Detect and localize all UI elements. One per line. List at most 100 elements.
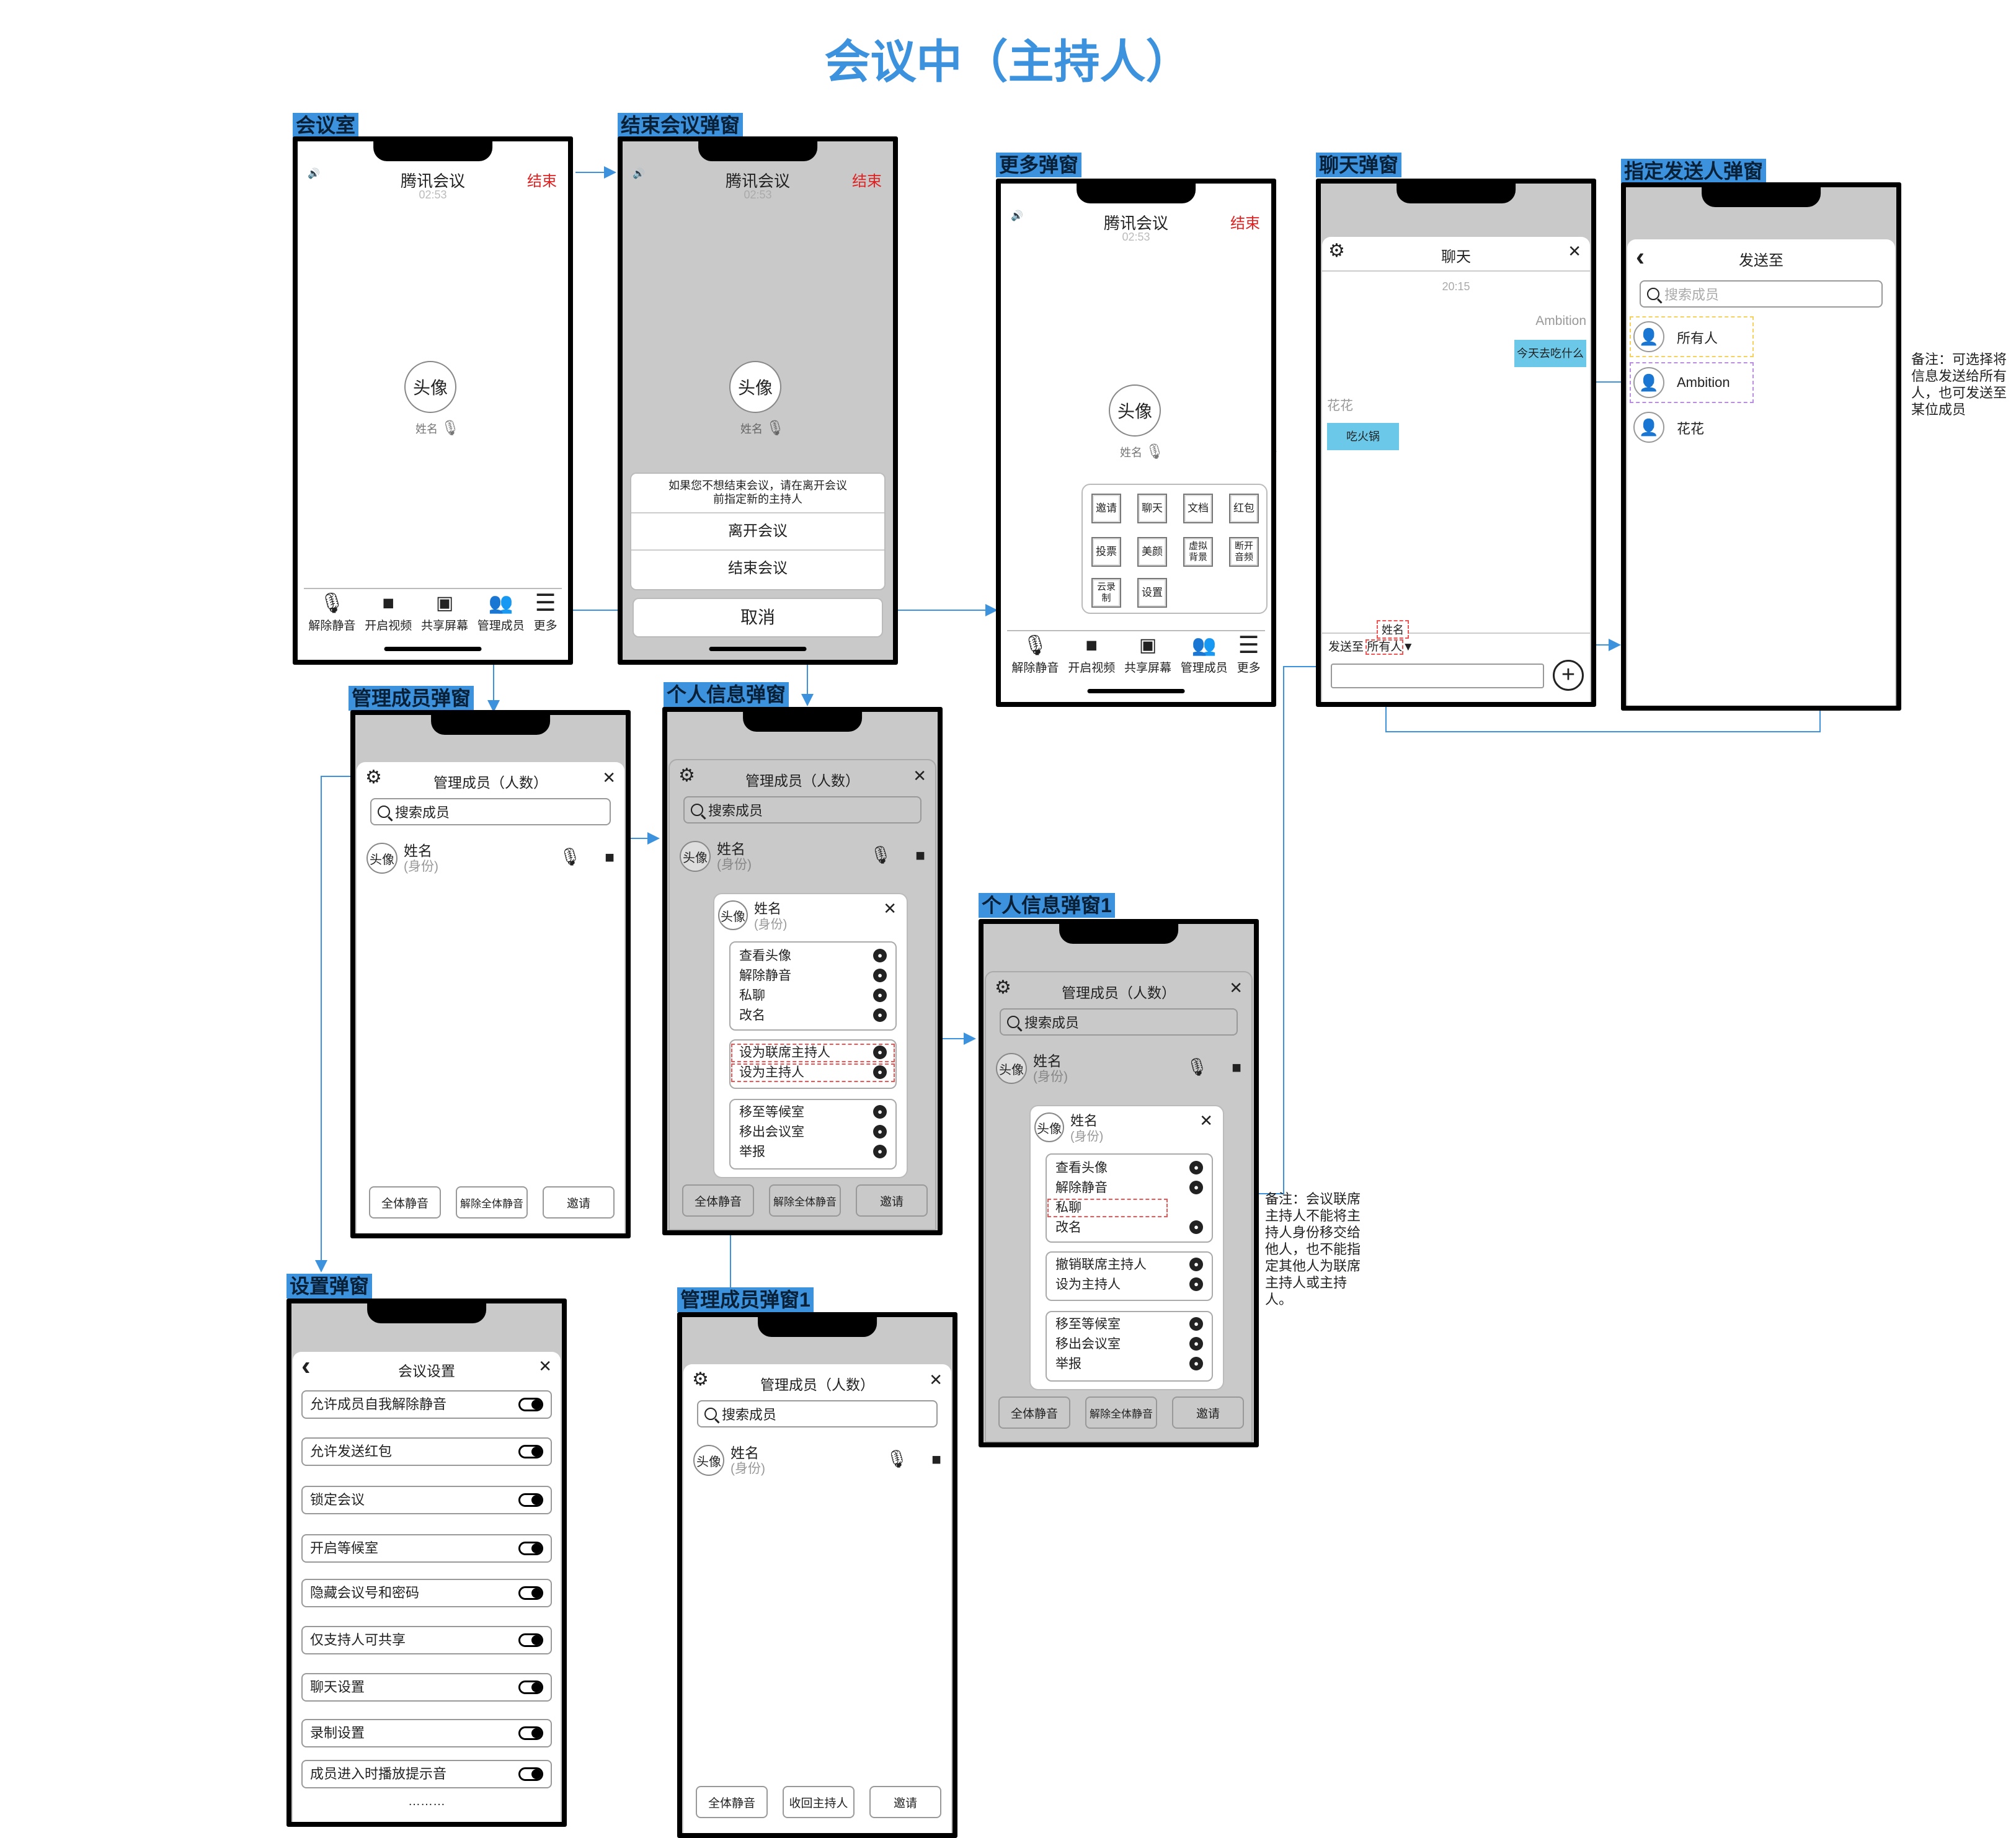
move-to-waiting-item[interactable]: 移至等候室● xyxy=(1047,1315,1212,1334)
unmute-item[interactable]: 解除静音● xyxy=(730,966,895,986)
speaker-icon[interactable]: 🔊 xyxy=(633,169,645,179)
private-chat-item[interactable]: 私聊 xyxy=(1047,1198,1168,1218)
toggle-switch[interactable] xyxy=(518,1493,543,1507)
video-button[interactable]: ■开启视频 xyxy=(1068,631,1115,688)
invite-button[interactable]: 邀请 xyxy=(543,1186,615,1219)
mute-all-button[interactable]: 全体静音 xyxy=(696,1786,768,1818)
speaker-icon[interactable]: 🔊 xyxy=(308,169,320,179)
gear-icon[interactable]: ⚙ xyxy=(995,977,1011,998)
rename-item[interactable]: 改名● xyxy=(1047,1218,1212,1238)
mic-muted-icon[interactable]: 🎙 xyxy=(1186,1057,1208,1077)
camera-off-icon[interactable]: ■ xyxy=(1232,1058,1241,1077)
send-to-selector[interactable]: 发送至 所有人▼ xyxy=(1328,639,1414,655)
cancel-button[interactable]: 取消 xyxy=(633,598,883,637)
toggle-switch[interactable] xyxy=(518,1445,543,1458)
close-icon[interactable]: ✕ xyxy=(913,766,926,785)
invite-button[interactable]: 邀请 xyxy=(856,1184,928,1217)
share-button[interactable]: ▣共享屏幕 xyxy=(421,589,468,646)
docs-tile[interactable]: 文档 xyxy=(1183,494,1213,523)
view-avatar-item[interactable]: 查看头像● xyxy=(730,946,895,966)
close-icon[interactable]: ✕ xyxy=(1199,1111,1213,1130)
camera-off-icon[interactable]: ■ xyxy=(915,846,925,864)
report-item[interactable]: 举报● xyxy=(1047,1354,1212,1374)
unmute-item[interactable]: 解除静音● xyxy=(1047,1178,1212,1198)
remove-item[interactable]: 移出会议室● xyxy=(1047,1334,1212,1354)
revoke-cohost-item[interactable]: 撤销联席主持人● xyxy=(1047,1255,1212,1275)
mic-muted-icon[interactable]: 🎙 xyxy=(559,847,581,866)
invite-tile[interactable]: 邀请 xyxy=(1091,494,1121,523)
set-host-item[interactable]: 设为主持人● xyxy=(1047,1275,1212,1295)
search-input[interactable]: 搜索成员 xyxy=(370,798,611,825)
gear-icon[interactable]: ⚙ xyxy=(678,765,695,786)
disconnect-audio-tile[interactable]: 断开音频 xyxy=(1229,537,1259,567)
close-icon[interactable]: ✕ xyxy=(883,899,897,918)
close-icon[interactable]: ✕ xyxy=(602,768,616,787)
toggle-switch[interactable] xyxy=(518,1542,543,1555)
toggle-switch[interactable] xyxy=(518,1398,543,1411)
member-row-ambition[interactable]: 👤 Ambition xyxy=(1630,362,1754,403)
report-item[interactable]: 举报● xyxy=(730,1142,895,1162)
camera-off-icon[interactable]: ■ xyxy=(931,1450,941,1468)
close-icon[interactable]: ✕ xyxy=(929,1370,943,1389)
settings-tile[interactable]: 设置 xyxy=(1137,578,1167,608)
set-cohost-item[interactable]: 设为联席主持人● xyxy=(730,1043,895,1063)
mute-all-button[interactable]: 全体静音 xyxy=(369,1186,441,1219)
set-host-item[interactable]: 设为主持人● xyxy=(730,1063,895,1083)
unmute-button[interactable]: 🎙解除静音 xyxy=(1011,631,1059,688)
plus-icon[interactable]: + xyxy=(1553,660,1584,691)
gear-icon[interactable]: ⚙ xyxy=(692,1369,709,1390)
vote-tile[interactable]: 投票 xyxy=(1091,537,1121,567)
back-icon[interactable]: ‹ xyxy=(301,1351,311,1381)
leave-meeting-button[interactable]: 离开会议 xyxy=(631,512,884,549)
manage-button[interactable]: 👥管理成员 xyxy=(1181,631,1228,688)
toggle-switch[interactable] xyxy=(518,1726,543,1740)
mic-muted-icon[interactable]: 🎙 xyxy=(886,1449,908,1468)
unmute-all-button[interactable]: 解除全体静音 xyxy=(456,1186,528,1219)
move-to-waiting-item[interactable]: 移至等候室● xyxy=(730,1103,895,1122)
unmute-button[interactable]: 🎙解除静音 xyxy=(308,589,355,646)
end-meeting-button[interactable]: 结束会议 xyxy=(631,549,884,587)
private-chat-item[interactable]: 私聊● xyxy=(730,986,895,1006)
close-icon[interactable]: ✕ xyxy=(538,1357,552,1375)
mute-all-button[interactable]: 全体静音 xyxy=(998,1396,1070,1429)
view-avatar-item[interactable]: 查看头像● xyxy=(1047,1158,1212,1178)
toggle-switch[interactable] xyxy=(518,1586,543,1600)
more-button[interactable]: ☰更多 xyxy=(1237,632,1261,675)
reclaim-host-button[interactable]: 收回主持人 xyxy=(783,1786,855,1818)
manage-button[interactable]: 👥管理成员 xyxy=(477,589,525,646)
unmute-all-button[interactable]: 解除全体静音 xyxy=(1085,1396,1157,1429)
mute-all-button[interactable]: 全体静音 xyxy=(682,1184,754,1217)
search-input[interactable]: 搜索成员 xyxy=(1640,280,1883,308)
toggle-switch[interactable] xyxy=(518,1767,543,1781)
end-button[interactable]: 结束 xyxy=(1230,215,1260,232)
toggle-switch[interactable] xyxy=(518,1633,543,1647)
rename-item[interactable]: 改名● xyxy=(730,1006,895,1026)
end-button[interactable]: 结束 xyxy=(527,173,557,190)
toggle-switch[interactable] xyxy=(518,1680,543,1694)
virtual-bg-tile[interactable]: 虚拟背景 xyxy=(1183,537,1213,567)
unmute-all-button[interactable]: 解除全体静音 xyxy=(769,1184,841,1217)
speaker-icon[interactable]: 🔊 xyxy=(1011,211,1023,221)
end-button[interactable]: 结束 xyxy=(852,173,882,190)
invite-button[interactable]: 邀请 xyxy=(1172,1396,1244,1429)
invite-button[interactable]: 邀请 xyxy=(869,1786,941,1818)
back-icon[interactable]: ‹ xyxy=(1636,242,1645,271)
gear-icon[interactable]: ⚙ xyxy=(1328,241,1345,261)
share-button[interactable]: ▣共享屏幕 xyxy=(1124,631,1171,688)
search-input[interactable]: 搜索成员 xyxy=(1000,1008,1238,1036)
video-button[interactable]: ■开启视频 xyxy=(365,589,412,646)
member-row-all[interactable]: 👤 所有人 xyxy=(1630,316,1754,357)
more-button[interactable]: ☰更多 xyxy=(533,590,557,633)
chat-input[interactable] xyxy=(1331,664,1544,688)
search-input[interactable]: 搜索成员 xyxy=(697,1400,938,1427)
close-icon[interactable]: ✕ xyxy=(1229,979,1243,997)
beauty-tile[interactable]: 美颜 xyxy=(1137,537,1167,567)
gear-icon[interactable]: ⚙ xyxy=(365,767,382,788)
mic-muted-icon[interactable]: 🎙 xyxy=(869,845,892,864)
red-packet-tile[interactable]: 红包 xyxy=(1229,494,1259,523)
cloud-record-tile[interactable]: 云录制 xyxy=(1091,578,1121,608)
search-input[interactable]: 搜索成员 xyxy=(683,796,921,824)
chat-tile[interactable]: 聊天 xyxy=(1137,494,1167,523)
camera-off-icon[interactable]: ■ xyxy=(605,848,615,866)
member-row-huahua[interactable]: 👤 花花 xyxy=(1631,408,1752,446)
